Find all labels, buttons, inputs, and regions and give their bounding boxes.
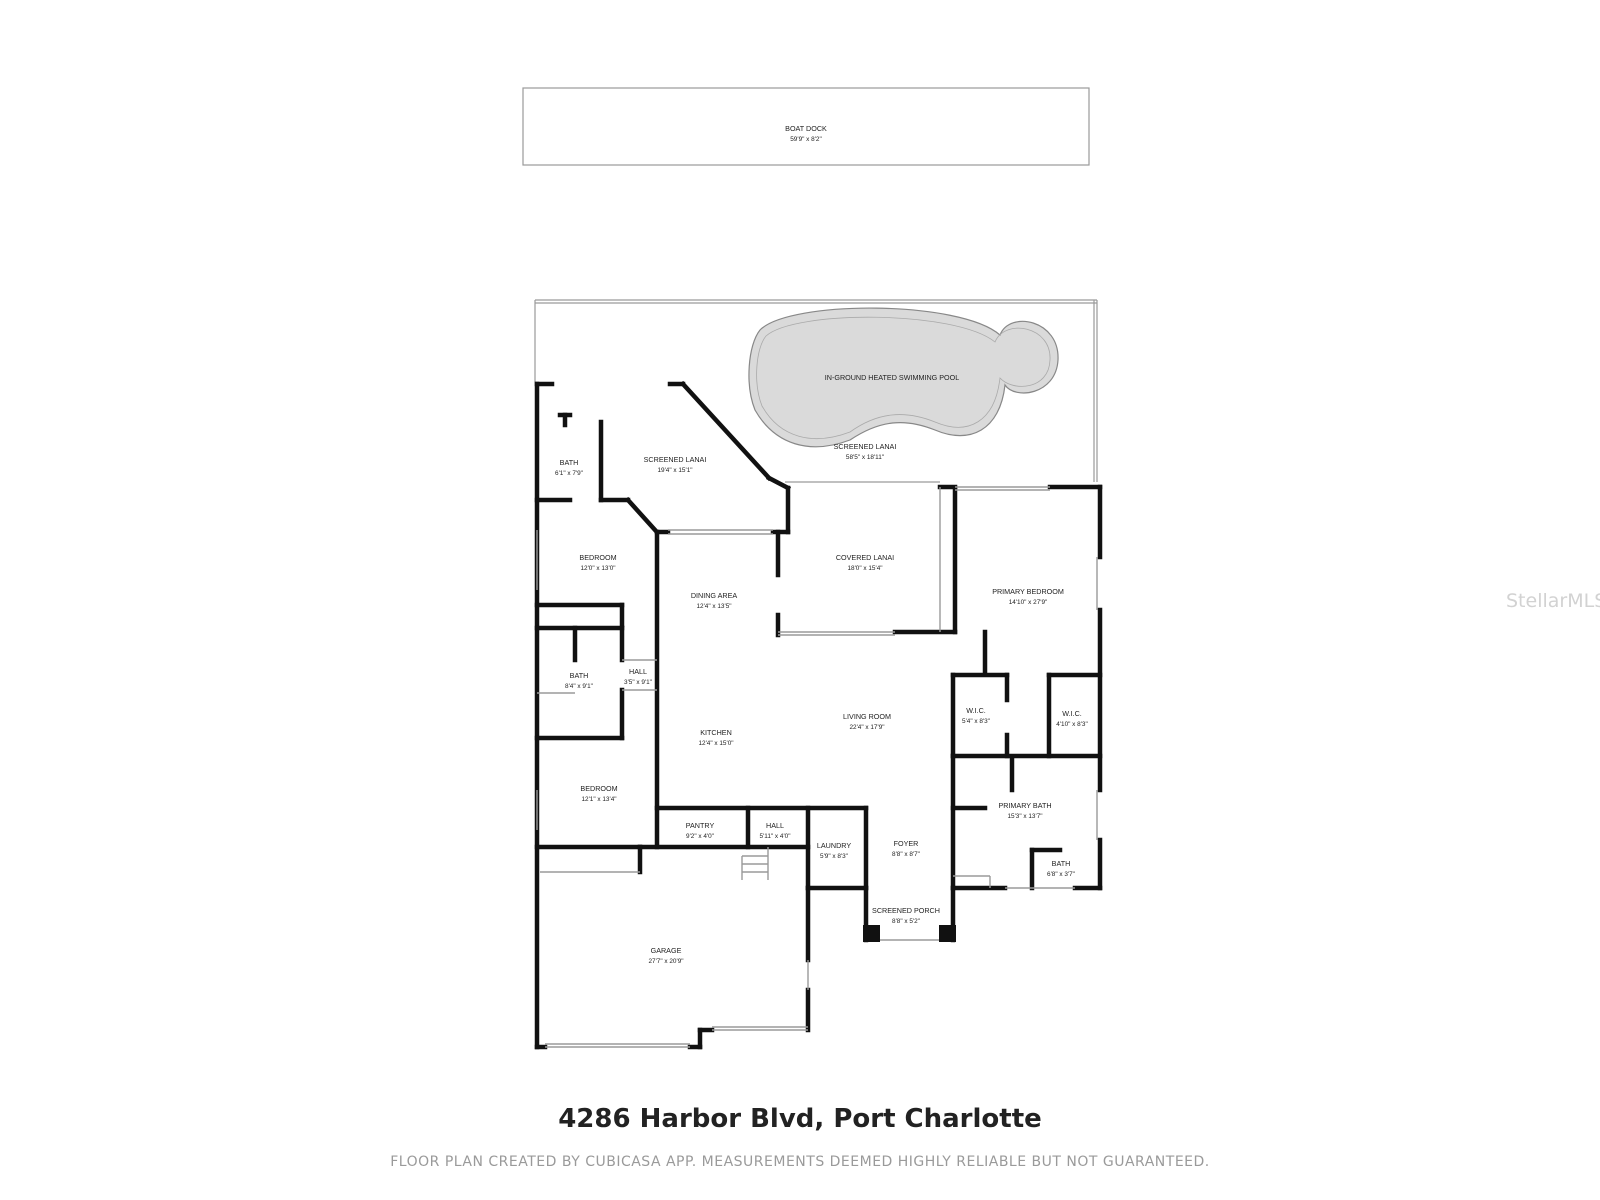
room-dims-pantry: 9'2" x 4'0" bbox=[686, 833, 714, 840]
room-dims-hall-1: 3'5" x 9'1" bbox=[624, 679, 652, 686]
room-dims-screened-lanai-side: 19'4" x 15'1" bbox=[657, 467, 692, 474]
windows-and-openings bbox=[536, 486, 1098, 1048]
watermark: StellarMLS bbox=[1506, 590, 1600, 612]
boat-dock-outline bbox=[522, 87, 1090, 166]
room-dims-screened-porch: 8'8" x 5'2" bbox=[892, 918, 920, 925]
room-name-covered-lanai: COVERED LANAI bbox=[836, 553, 894, 562]
room-name-wic-1: W.I.C. bbox=[966, 706, 986, 715]
room-name-screened-porch: SCREENED PORCH bbox=[872, 906, 940, 915]
room-dims-bath-1: 6'1" x 7'9" bbox=[555, 470, 583, 477]
room-dims-living-room: 22'4" x 17'9" bbox=[849, 724, 884, 731]
room-dims-garage: 27'7" x 20'9" bbox=[648, 958, 683, 965]
room-name-dining-area: DINING AREA bbox=[691, 591, 738, 600]
lanai-screen-enclosure bbox=[534, 299, 1098, 483]
room-name-primary-bath: PRIMARY BATH bbox=[998, 801, 1051, 810]
room-name-wic-2: W.I.C. bbox=[1062, 709, 1082, 718]
room-dims-foyer: 8'8" x 8'7" bbox=[892, 851, 920, 858]
room-labels: BOAT DOCK 59'9" x 8'2" IN-GROUND HEATED … bbox=[555, 124, 1088, 965]
room-dims-bath-3: 6'8" x 3'7" bbox=[1047, 871, 1075, 878]
room-name-bath-3: BATH bbox=[1052, 859, 1071, 868]
exterior-walls bbox=[534, 380, 1103, 1050]
pool-coping bbox=[756, 316, 1051, 439]
room-name-garage: GARAGE bbox=[651, 946, 682, 955]
address-title: 4286 Harbor Blvd, Port Charlotte bbox=[558, 1104, 1042, 1134]
room-name-kitchen: KITCHEN bbox=[700, 728, 732, 737]
room-name-hall-1: HALL bbox=[629, 667, 647, 676]
swimming-pool bbox=[748, 307, 1059, 448]
porch-post-right bbox=[939, 925, 956, 942]
room-dims-hall-2: 5'11" x 4'0" bbox=[759, 833, 790, 840]
room-name-living-room: LIVING ROOM bbox=[843, 712, 891, 721]
room-name-screened-lanai-side: SCREENED LANAI bbox=[644, 455, 707, 464]
room-dims-bedroom-2: 12'1" x 13'4" bbox=[581, 796, 616, 803]
room-dims-kitchen: 12'4" x 15'0" bbox=[698, 740, 733, 747]
room-name-bedroom-1: BEDROOM bbox=[579, 553, 616, 562]
room-dims-wic-1: 5'4" x 8'3" bbox=[962, 718, 990, 725]
room-dims-primary-bedroom: 14'10" x 27'9" bbox=[1009, 599, 1048, 606]
room-dims-screened-lanai-main: 58'5" x 18'11" bbox=[846, 454, 884, 461]
disclaimer-text: FLOOR PLAN CREATED BY CUBICASA APP. MEAS… bbox=[390, 1154, 1210, 1170]
room-dims-laundry: 5'9" x 8'3" bbox=[820, 853, 848, 860]
room-dims-bath-2: 8'4" x 9'1" bbox=[565, 683, 593, 690]
room-dims-boat-dock: 59'9" x 8'2" bbox=[790, 136, 822, 143]
room-dims-primary-bath: 15'3" x 13'7" bbox=[1007, 813, 1042, 820]
room-dims-bedroom-1: 12'0" x 13'0" bbox=[580, 565, 615, 572]
room-name-primary-bedroom: PRIMARY BEDROOM bbox=[992, 587, 1064, 596]
room-name-hall-2: HALL bbox=[766, 821, 784, 830]
room-name-foyer: FOYER bbox=[894, 839, 919, 848]
room-name-screened-lanai-main: SCREENED LANAI bbox=[834, 442, 897, 451]
room-name-bath-1: BATH bbox=[560, 458, 579, 467]
room-dims-wic-2: 4'10" x 8'3" bbox=[1056, 721, 1088, 728]
room-name-bedroom-2: BEDROOM bbox=[580, 784, 617, 793]
room-name-bath-2: BATH bbox=[570, 671, 589, 680]
room-name-pool: IN-GROUND HEATED SWIMMING POOL bbox=[825, 373, 959, 382]
porch-post-left bbox=[863, 925, 880, 942]
room-name-laundry: LAUNDRY bbox=[817, 841, 851, 850]
room-name-pantry: PANTRY bbox=[686, 821, 715, 830]
room-name-boat-dock: BOAT DOCK bbox=[785, 124, 827, 133]
room-dims-covered-lanai: 18'0" x 15'4" bbox=[847, 565, 882, 572]
room-dims-dining-area: 12'4" x 13'5" bbox=[696, 603, 731, 610]
